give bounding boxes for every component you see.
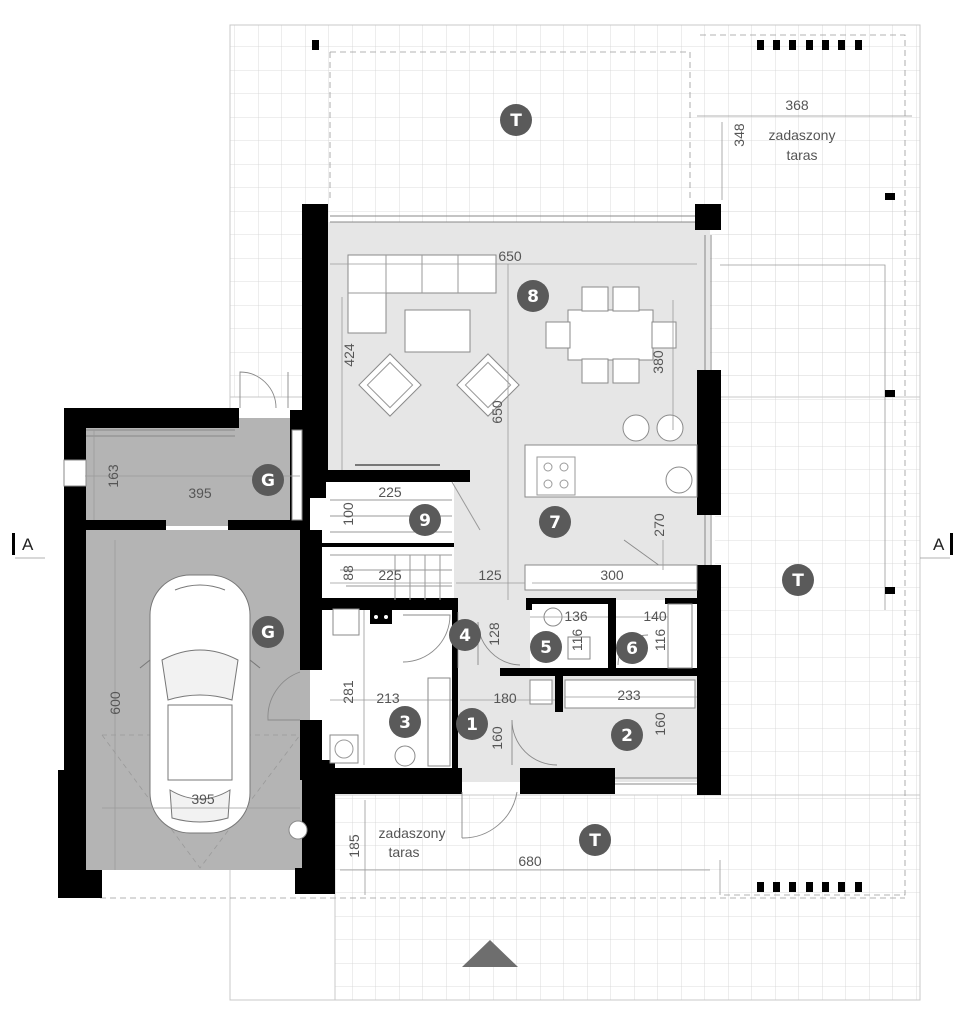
svg-text:4: 4 <box>459 626 471 646</box>
room-badge-terrace-front: T <box>579 824 611 856</box>
svg-text:9: 9 <box>419 511 431 531</box>
section-marker-left: A <box>12 533 45 559</box>
dim-garage-top-w: 395 <box>188 485 212 501</box>
dim-pantry-w: 140 <box>643 608 667 624</box>
dim-terrace-right-w: 368 <box>785 97 809 113</box>
svg-text:A: A <box>22 535 34 554</box>
covered-terrace-top-line1: zadaszony <box>769 127 836 143</box>
svg-text:A: A <box>933 535 945 554</box>
svg-text:7: 7 <box>549 513 561 533</box>
room-badge-garage-top: G <box>252 464 284 496</box>
dim-stairs-top-h: 100 <box>340 502 356 526</box>
section-marker-right: A <box>920 533 953 559</box>
dim-terrace-front-w: 680 <box>518 853 542 869</box>
svg-text:3: 3 <box>399 713 411 733</box>
dim-bath-h: 281 <box>340 680 356 704</box>
dim-wc-h: 116 <box>569 629 585 652</box>
dim-garage-h: 600 <box>107 691 123 715</box>
room-badge-1: 1 <box>456 708 488 740</box>
dim-pantry-h: 116 <box>652 629 668 652</box>
covered-terrace-front-line1: zadaszony <box>379 825 446 841</box>
svg-text:T: T <box>792 571 804 591</box>
room-badge-3: 3 <box>389 706 421 738</box>
dim-room2-h: 160 <box>652 712 668 736</box>
svg-text:T: T <box>589 831 601 851</box>
entrance-arrow-icon <box>462 940 518 967</box>
dimension-labels: 368 348 650 424 380 650 270 163 395 225 … <box>105 97 809 869</box>
doors <box>239 371 661 839</box>
dim-hall1-w: 180 <box>493 690 517 706</box>
dim-living-w: 650 <box>498 248 522 264</box>
dim-stairs-bot-w: 225 <box>378 567 402 583</box>
room-badge-garage: G <box>252 616 284 648</box>
dim-living-h: 424 <box>341 343 357 367</box>
dim-garage-top-h: 163 <box>105 464 121 488</box>
dim-stairs-bot-h: 88 <box>340 565 356 581</box>
dim-terrace-right-h: 348 <box>731 123 747 147</box>
covered-terrace-top-line2: taras <box>786 147 817 163</box>
room-badge-9: 9 <box>409 504 441 536</box>
room-badge-8: 8 <box>517 280 549 312</box>
dim-garage-w: 395 <box>191 791 215 807</box>
dim-wc-w: 136 <box>564 608 588 624</box>
covered-terrace-front-line2: taras <box>388 844 419 860</box>
furniture <box>63 254 698 869</box>
dim-kitchen-w: 300 <box>600 567 624 583</box>
svg-text:6: 6 <box>626 639 638 659</box>
svg-text:1: 1 <box>466 715 478 735</box>
car-icon <box>139 574 261 834</box>
dim-kitchen-h: 650 <box>489 400 505 424</box>
room-badges: T 8 G 9 7 T G 4 5 6 3 1 2 T <box>252 104 814 856</box>
room-badge-2: 2 <box>611 719 643 751</box>
room-badge-terrace-top: T <box>500 104 532 136</box>
room-badge-7: 7 <box>539 506 571 538</box>
terrace-labels: zadaszony taras zadaszony taras <box>379 127 836 860</box>
room-badge-4: 4 <box>449 619 481 651</box>
room-badge-5: 5 <box>530 631 562 663</box>
room-badge-terrace-right: T <box>782 564 814 596</box>
svg-text:5: 5 <box>540 638 552 658</box>
svg-text:G: G <box>261 471 275 491</box>
svg-text:2: 2 <box>621 726 633 746</box>
terrace-decking <box>100 24 921 1001</box>
dim-hall1-h: 160 <box>489 726 505 750</box>
dim-dining-h: 380 <box>650 350 666 374</box>
svg-text:G: G <box>261 623 275 643</box>
svg-text:8: 8 <box>527 287 539 307</box>
dim-kitchen-side-h: 270 <box>651 513 667 537</box>
dim-room2-w: 233 <box>617 687 641 703</box>
svg-text:T: T <box>510 111 522 131</box>
room-badge-6: 6 <box>616 632 648 664</box>
roof-markers <box>312 40 895 892</box>
dim-hall4-h: 128 <box>486 622 502 646</box>
dim-bath-w: 213 <box>376 690 400 706</box>
dim-terrace-front-h: 185 <box>346 834 362 858</box>
dim-stairs-top-w: 225 <box>378 484 402 500</box>
dim-hall-w: 125 <box>478 567 502 583</box>
